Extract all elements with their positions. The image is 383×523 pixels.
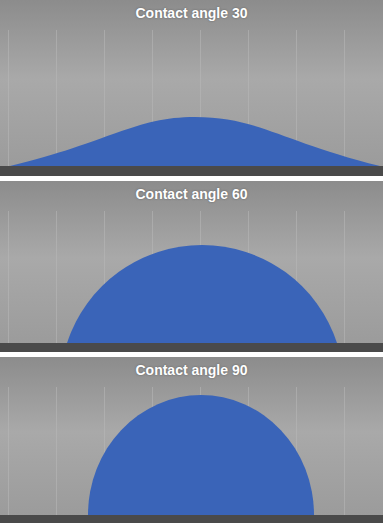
droplet (10, 117, 380, 166)
panel-title: Contact angle 90 (0, 361, 383, 379)
droplet (67, 245, 337, 343)
panel-title: Contact angle 30 (0, 4, 383, 22)
substrate (0, 343, 383, 352)
panel-90 (0, 357, 383, 523)
droplet (88, 395, 314, 515)
panel-60 (0, 181, 383, 352)
panel-30 (0, 0, 383, 176)
panel-title: Contact angle 60 (0, 185, 383, 203)
substrate (0, 515, 383, 523)
substrate (0, 166, 383, 176)
